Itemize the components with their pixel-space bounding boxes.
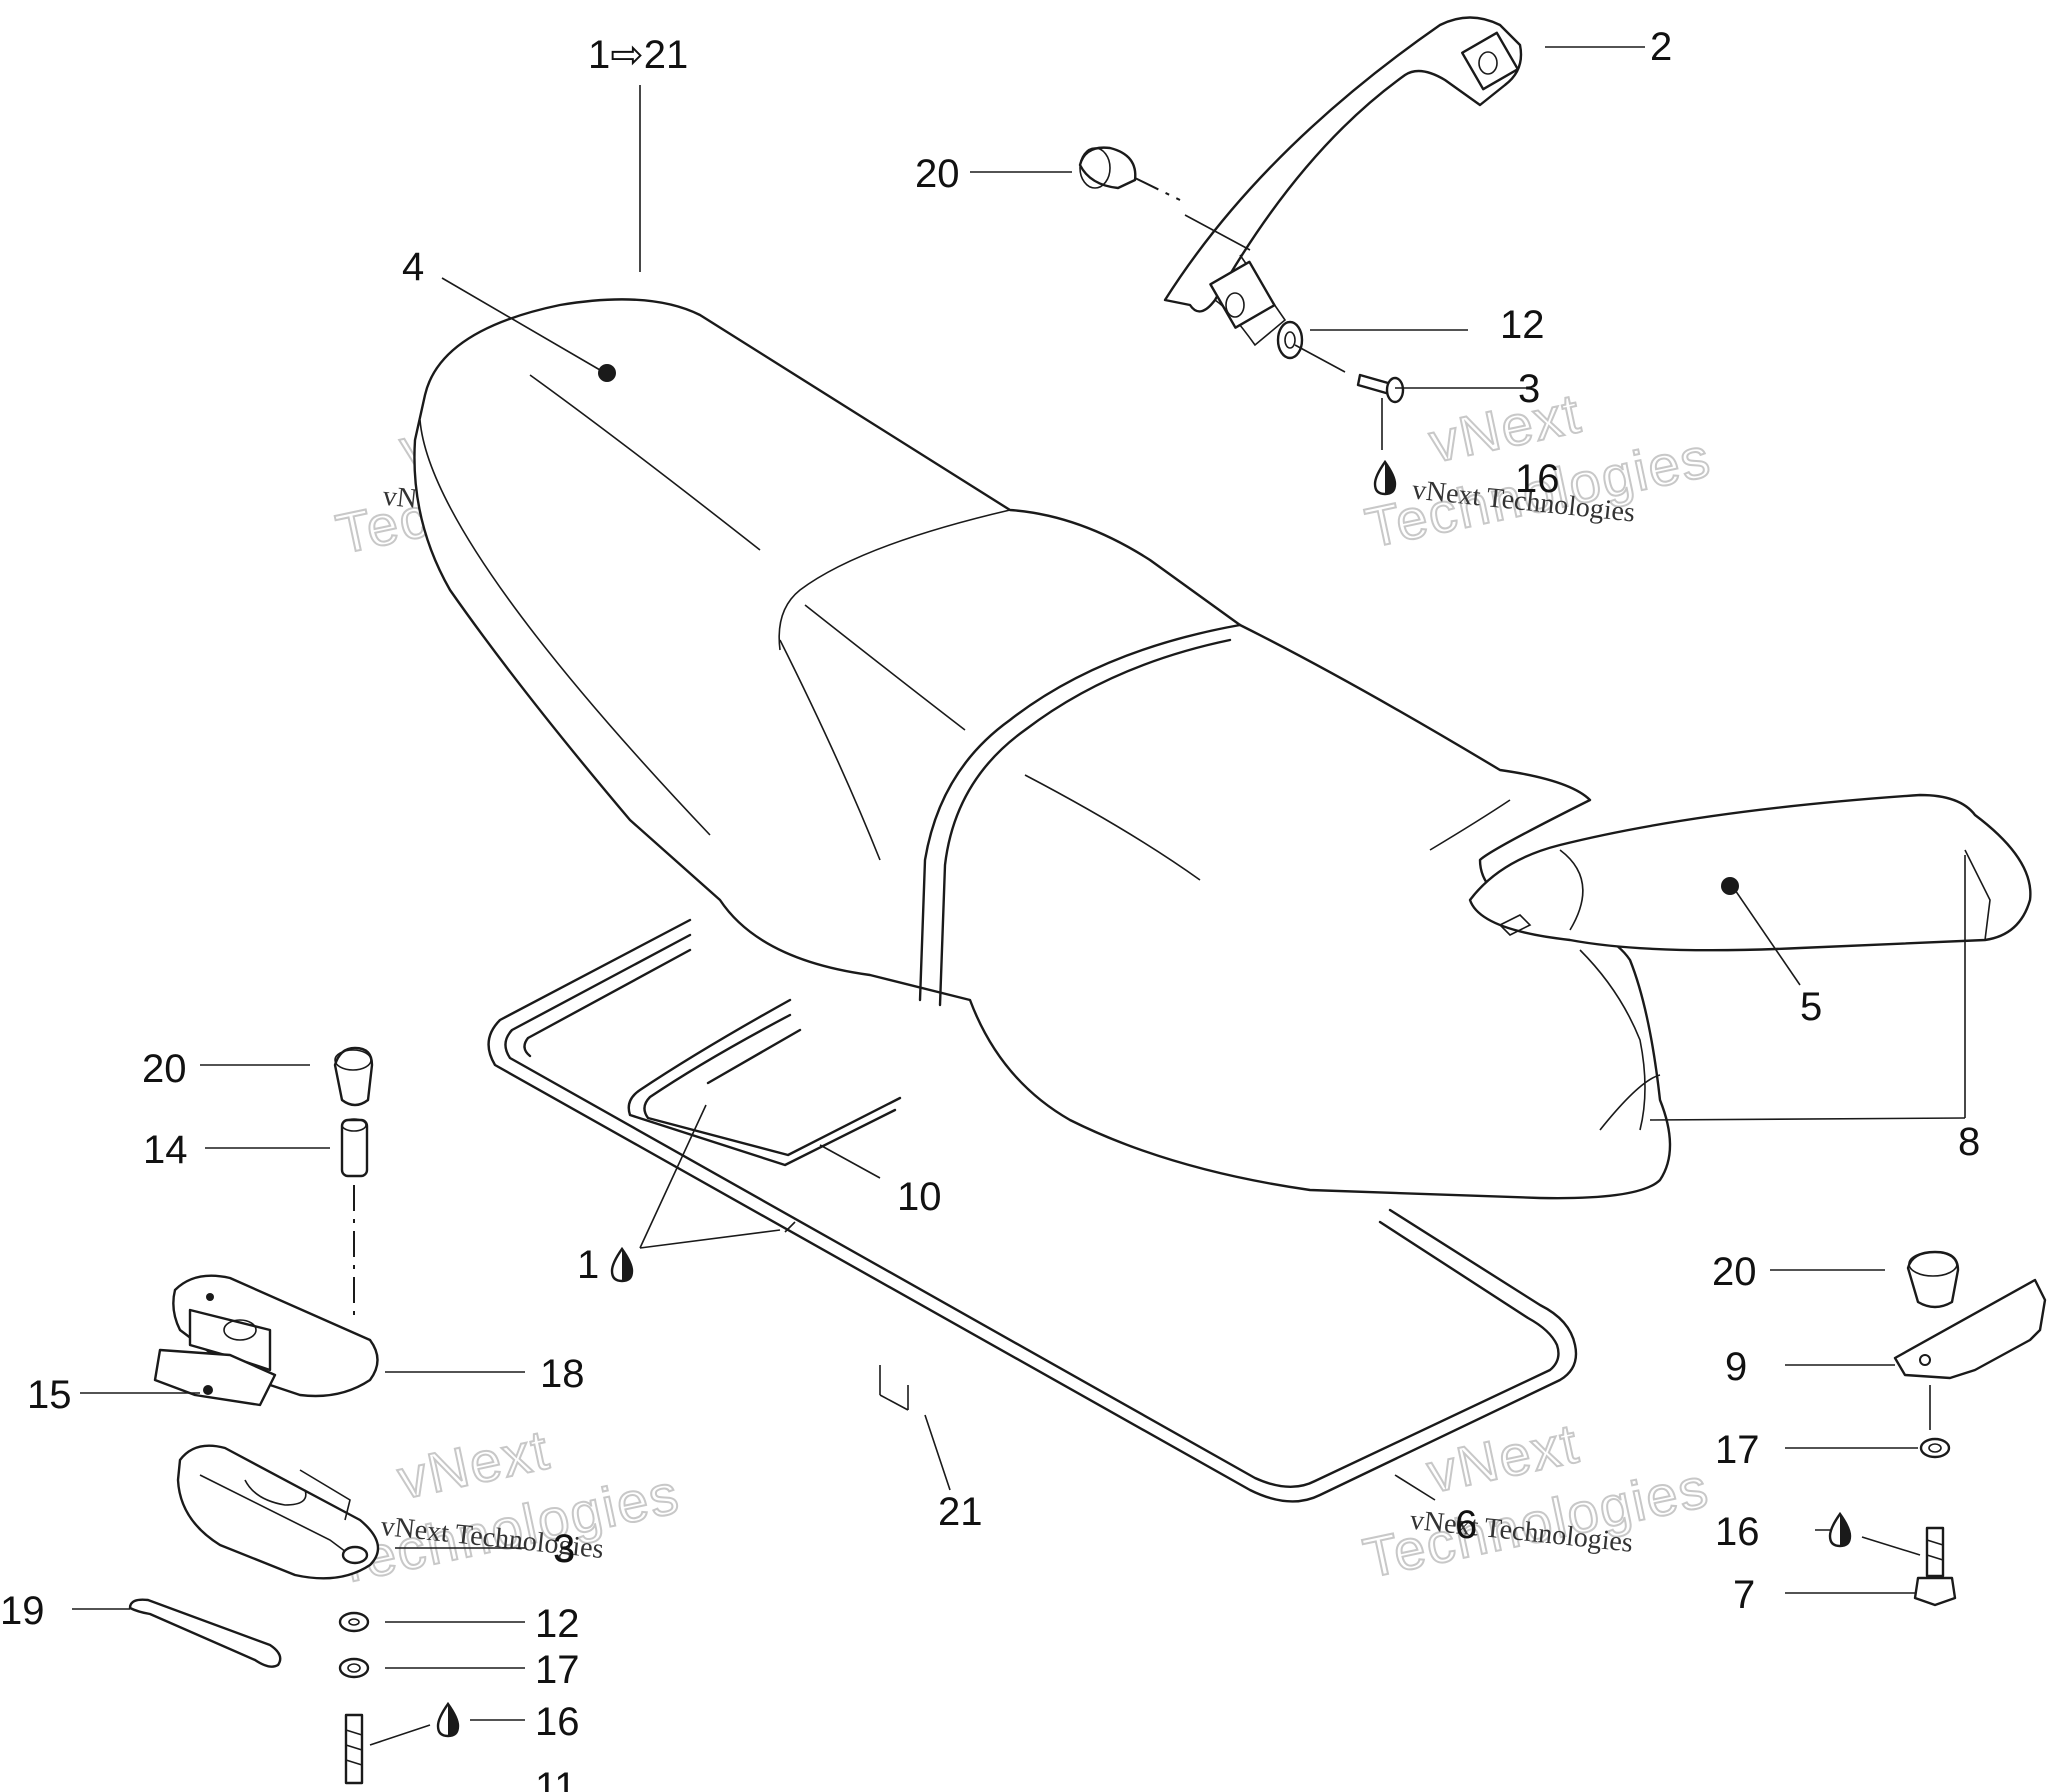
callout-7: 7: [1733, 1573, 1755, 1617]
drop-icon: [610, 1246, 634, 1283]
screw-top: [1356, 373, 1405, 404]
callout-3-top: 3: [1518, 367, 1540, 411]
callout-1-drop: 1: [577, 1243, 599, 1287]
drop-icon: [1828, 1511, 1852, 1548]
seat-frame: [487, 918, 1578, 1503]
callout-6: 6: [1455, 1503, 1477, 1547]
callout-10: 10: [897, 1175, 942, 1219]
callout-4: 4: [402, 245, 424, 289]
drop-icon: [436, 1701, 460, 1738]
watermark-bottom-right: vNext Technologies vNext Technologies: [1357, 1410, 1715, 1591]
lock-washer-right: [1919, 1437, 1951, 1459]
callout-12-left: 12: [535, 1602, 580, 1646]
callout-19: 19: [0, 1589, 45, 1633]
lock-washer-left: [338, 1657, 370, 1679]
cap-top: [1078, 146, 1137, 190]
latch-base: [176, 1444, 380, 1580]
callout-20-top: 20: [915, 152, 960, 196]
washer-left: [338, 1611, 370, 1633]
grab-handle: [1163, 16, 1523, 347]
callout-14: 14: [143, 1128, 188, 1172]
washer-top: [1276, 320, 1304, 360]
callout-17-left: 17: [535, 1648, 580, 1692]
callout-21: 21: [938, 1490, 983, 1534]
callout-1-21: 1⇨21: [588, 33, 688, 77]
callout-11: 11: [535, 1765, 577, 1792]
callout-16-top: 16: [1515, 457, 1560, 501]
callout-20-right: 20: [1712, 1250, 1757, 1294]
callout-18: 18: [540, 1352, 585, 1396]
callout-16-right: 16: [1715, 1510, 1760, 1554]
bolt-right: [1913, 1526, 1957, 1607]
screw-left: [344, 1713, 364, 1785]
callout-20-left: 20: [142, 1047, 187, 1091]
spacer-left: [340, 1118, 369, 1178]
callout-8: 8: [1958, 1120, 1980, 1164]
callout-5: 5: [1800, 985, 1822, 1029]
callout-12-top: 12: [1500, 303, 1545, 347]
callout-15: 15: [27, 1373, 72, 1417]
cotter-pin: [128, 1598, 282, 1668]
cap-right: [1906, 1250, 1960, 1309]
callout-2: 2: [1650, 25, 1672, 69]
callout-16-left: 16: [535, 1700, 580, 1744]
callout-17-right: 17: [1715, 1428, 1760, 1472]
bracket-right: [1893, 1278, 2047, 1380]
marker-dot-4: [598, 364, 616, 382]
cap-left: [333, 1046, 374, 1107]
callout-9: 9: [1725, 1345, 1747, 1389]
latch-plate: [153, 1274, 379, 1407]
watermark-bottom-left: vNext Technologies vNext Technologies: [328, 1416, 686, 1597]
drop-icon: [1373, 459, 1397, 496]
callout-3-left: 3: [553, 1527, 575, 1571]
marker-dot-5: [1721, 877, 1739, 895]
seat-cover: [413, 298, 2032, 1200]
